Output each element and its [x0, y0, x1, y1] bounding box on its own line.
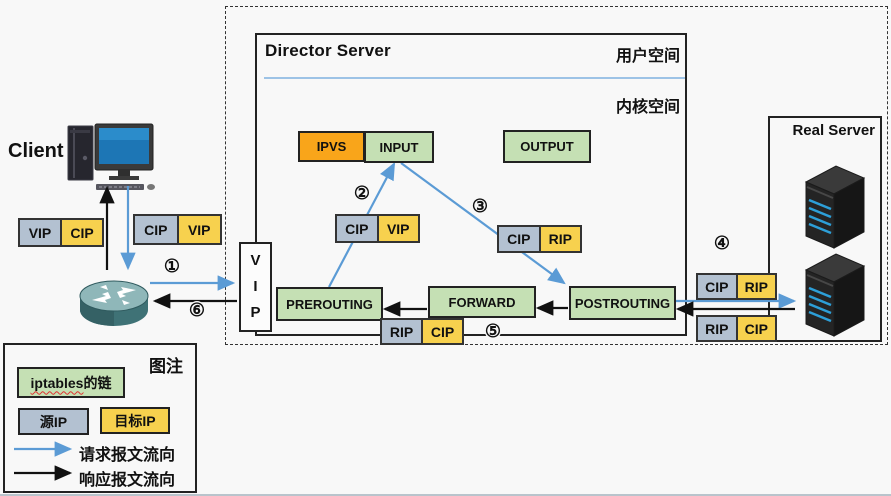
- packet-dest-ip: CIP: [62, 220, 102, 245]
- legend-chain-label-cn: 的链: [83, 374, 112, 391]
- packet-chip-director-response: RIP CIP: [380, 318, 464, 345]
- packet-source-ip: VIP: [20, 220, 62, 245]
- client-label: Client: [8, 140, 64, 162]
- postrouting-chain-box: POSTROUTING: [569, 286, 676, 320]
- packet-chip-client-request: CIP VIP: [133, 214, 222, 245]
- director-domain-dashed-box: [225, 6, 888, 345]
- real-server-icon-1: [804, 165, 866, 249]
- legend-source-ip-box: 源IP: [18, 408, 89, 435]
- input-chain-label: INPUT: [379, 139, 419, 155]
- packet-source-ip: CIP: [135, 216, 179, 243]
- legend-request-label: 请求报文流向: [79, 447, 176, 464]
- real-server-title: Real Server: [792, 122, 875, 139]
- packet-source-ip: CIP: [499, 227, 541, 251]
- packet-source-ip: CIP: [698, 275, 738, 298]
- postrouting-chain-label: POSTROUTING: [574, 295, 671, 311]
- packet-dest-ip: CIP: [737, 317, 775, 340]
- output-chain-label: OUTPUT: [520, 139, 574, 154]
- client-computer-icon: [67, 123, 155, 190]
- vip-letter: V: [250, 251, 261, 269]
- step-marker-1: ①: [163, 256, 181, 276]
- packet-dest-ip: CIP: [423, 320, 462, 343]
- router-icon: [79, 280, 149, 326]
- packet-source-ip: CIP: [337, 216, 379, 241]
- packet-source-ip: RIP: [698, 317, 738, 340]
- vip-letter: P: [250, 304, 261, 322]
- step-marker-5: ⑤: [484, 321, 502, 341]
- packet-source-ip: RIP: [382, 320, 423, 343]
- vip-interface-box: V I P: [239, 242, 272, 332]
- legend-dest-ip-label: 目标IP: [114, 412, 156, 429]
- user-space-label: 用户空间: [615, 48, 680, 65]
- legend-chain-label-en: iptables: [30, 374, 84, 391]
- legend-source-ip-label: 源IP: [39, 413, 68, 430]
- director-server-title: Director Server: [265, 41, 391, 60]
- step-marker-2: ②: [353, 183, 371, 203]
- legend-dest-ip-box: 目标IP: [100, 407, 170, 434]
- output-chain-box: OUTPUT: [503, 130, 591, 163]
- input-chain-box: INPUT: [364, 131, 434, 163]
- packet-chip-realserver-response: RIP CIP: [696, 315, 777, 342]
- step-marker-3: ③: [471, 196, 489, 216]
- space-separator-line: [264, 77, 685, 79]
- legend-title: 图注: [149, 357, 183, 376]
- packet-dest-ip: RIP: [540, 227, 580, 251]
- step-marker-4: ④: [713, 233, 731, 253]
- forward-chain-label: FORWARD: [448, 294, 516, 310]
- packet-dest-ip: VIP: [178, 216, 220, 243]
- window-bottom-edge: [0, 494, 891, 496]
- packet-chip-director-request-out: CIP RIP: [497, 225, 582, 253]
- packet-chip-client-response: VIP CIP: [18, 218, 104, 247]
- forward-chain-box: FORWARD: [428, 286, 536, 318]
- kernel-space-label: 内核空间: [615, 99, 680, 116]
- prerouting-chain-label: PREROUTING: [286, 296, 373, 312]
- ipvs-label: IPVS: [316, 139, 347, 154]
- packet-dest-ip: RIP: [737, 275, 775, 298]
- prerouting-chain-box: PREROUTING: [276, 287, 383, 321]
- legend-response-label: 响应报文流向: [79, 472, 176, 489]
- director-server-box: Director Server 用户空间 内核空间: [255, 33, 687, 336]
- packet-chip-realserver-request: CIP RIP: [696, 273, 777, 300]
- real-server-icon-2: [804, 253, 866, 337]
- packet-dest-ip: VIP: [378, 216, 418, 241]
- ipvs-box: IPVS: [298, 131, 365, 162]
- step-marker-6: ⑥: [188, 300, 206, 320]
- vip-letter: I: [253, 277, 258, 295]
- packet-chip-director-request-up: CIP VIP: [335, 214, 420, 243]
